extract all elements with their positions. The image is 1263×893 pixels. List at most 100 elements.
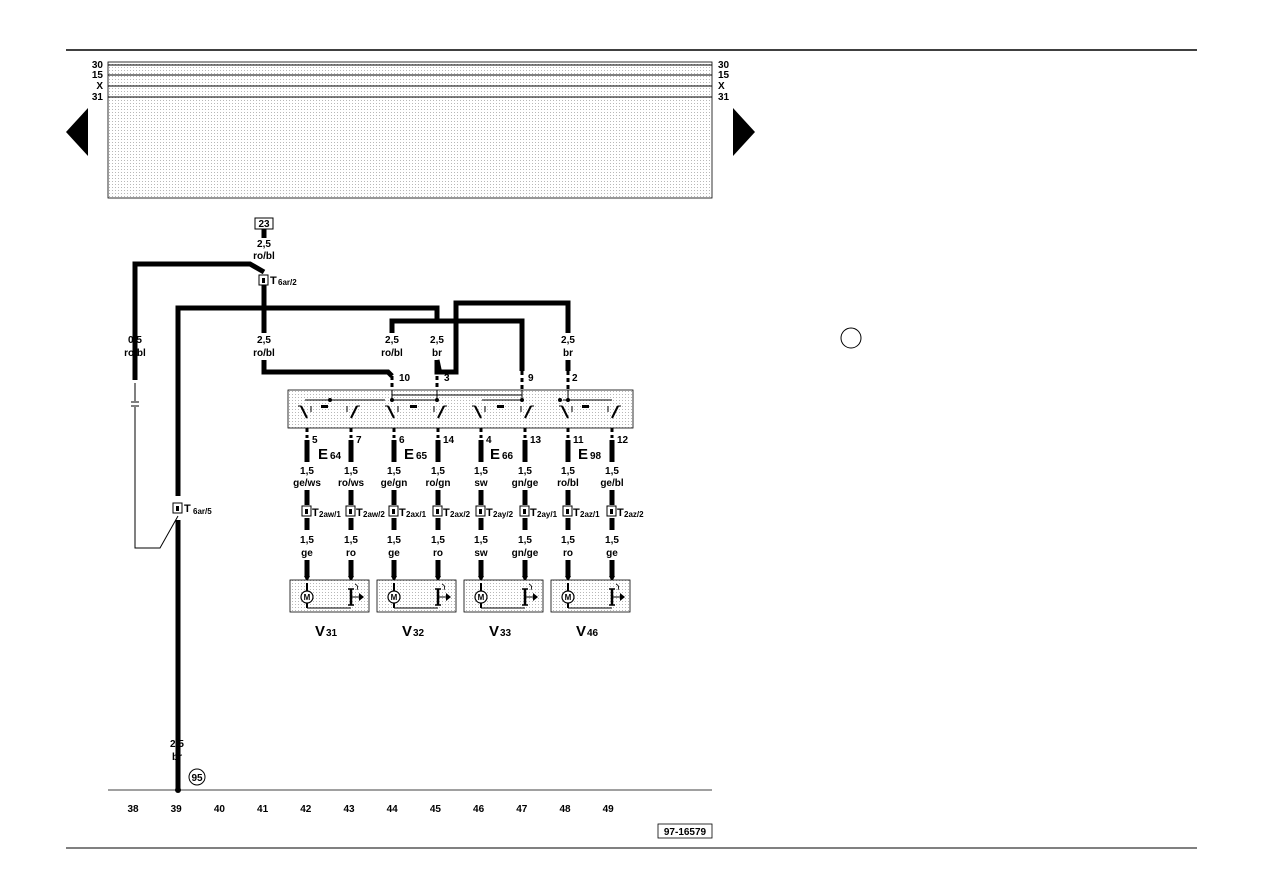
connector-sub: 2aw/2 [363,510,385,519]
pin-number: 6 [399,435,405,446]
bus-label-right: 31 [718,92,730,103]
switch-toggle [298,405,312,419]
connector-letter: T [573,507,580,519]
switch-toggle [607,405,621,419]
thin-ground-line [131,383,179,549]
hand-icon [441,583,446,591]
wire-size: 1,5 [518,535,532,546]
connector-letter: T [270,275,277,287]
switch-name: E [318,446,328,463]
wire-color: br [432,348,442,359]
wire-size: 1,5 [561,466,575,477]
switch-sub: 65 [416,451,428,462]
switch-name: E [490,446,500,463]
arrow-icon [359,593,364,601]
wire-color: gn/ge [512,548,539,559]
wire-size: 1,5 [474,466,488,477]
motor-letter: M [565,593,572,602]
connector-sub: 2ay/2 [493,510,514,519]
ground-ref: 95 [191,773,203,784]
bus-label-right: X [718,81,725,92]
motor-sub: 31 [326,628,338,639]
motor-sub: 46 [587,628,599,639]
wire-size: 2,5 [257,335,271,346]
wire-size: 1,5 [431,466,445,477]
triangle-right-icon[interactable] [733,108,755,156]
wire-size: 1,5 [561,535,575,546]
wire-color: ro/gn [426,478,451,489]
wire-color: ro [433,548,443,559]
motor-letter: M [478,593,485,602]
pin-number: 9 [528,373,534,384]
track-number: 45 [430,804,442,815]
pin-number: 4 [486,435,492,446]
bus-label-right: 15 [718,70,730,81]
connector-letter: T [617,507,624,519]
triangle-left-icon[interactable] [66,108,88,156]
wire-size: 1,5 [431,535,445,546]
connector-letter: T [486,507,493,519]
wire-size: 0,5 [128,335,142,346]
connector-t6ar5: T 6ar/5 [172,502,212,516]
arrow-icon [533,593,538,601]
wire-size: 2,5 [170,739,184,750]
wire-size: 1,5 [605,535,619,546]
pin-number: 13 [530,435,542,446]
switch-toggle [559,405,573,419]
drawing-id-box [657,823,713,839]
track-number: 40 [214,804,226,815]
motor-sub: 33 [500,628,512,639]
track-number: 38 [127,804,139,815]
pin-number: 2 [572,373,578,384]
wire-color: br [563,348,573,359]
empty-circle-marker [840,327,862,349]
wire-color: ro/bl [253,251,275,262]
wire-color: ro [346,548,356,559]
bus-label-left: 31 [92,92,104,103]
wire-color: ge/gn [381,478,408,489]
motor-name: V [402,623,412,640]
power-bus-area: 30 15 X 31 30 15 X 31 [92,60,730,199]
switch-name: E [578,446,588,463]
arrow-icon [446,593,451,601]
track-number: 47 [516,804,528,815]
wire-color: sw [474,478,488,489]
wire-size: 1,5 [518,466,532,477]
hand-icon [615,583,620,591]
bus-label-left: 15 [92,70,104,81]
ground-ref-circle [188,768,206,786]
hand-icon [528,583,533,591]
connector-letter: T [312,507,319,519]
motor-name: V [315,623,325,640]
wire-color: ge [388,548,400,559]
track-number: 42 [300,804,312,815]
wire-color: ro/ws [338,478,365,489]
motor-letter: M [391,593,398,602]
track-number: 49 [603,804,615,815]
connector-letter: T [443,507,450,519]
switch-toggle [472,405,486,419]
switch-toggle [433,405,447,419]
connector-sub: 2ax/1 [406,510,427,519]
wire-size: 1,5 [387,535,401,546]
bus-label-left: 30 [92,60,104,71]
pin-number: 12 [617,435,629,446]
pin-number: 5 [312,435,318,446]
wire-color: ge [301,548,313,559]
